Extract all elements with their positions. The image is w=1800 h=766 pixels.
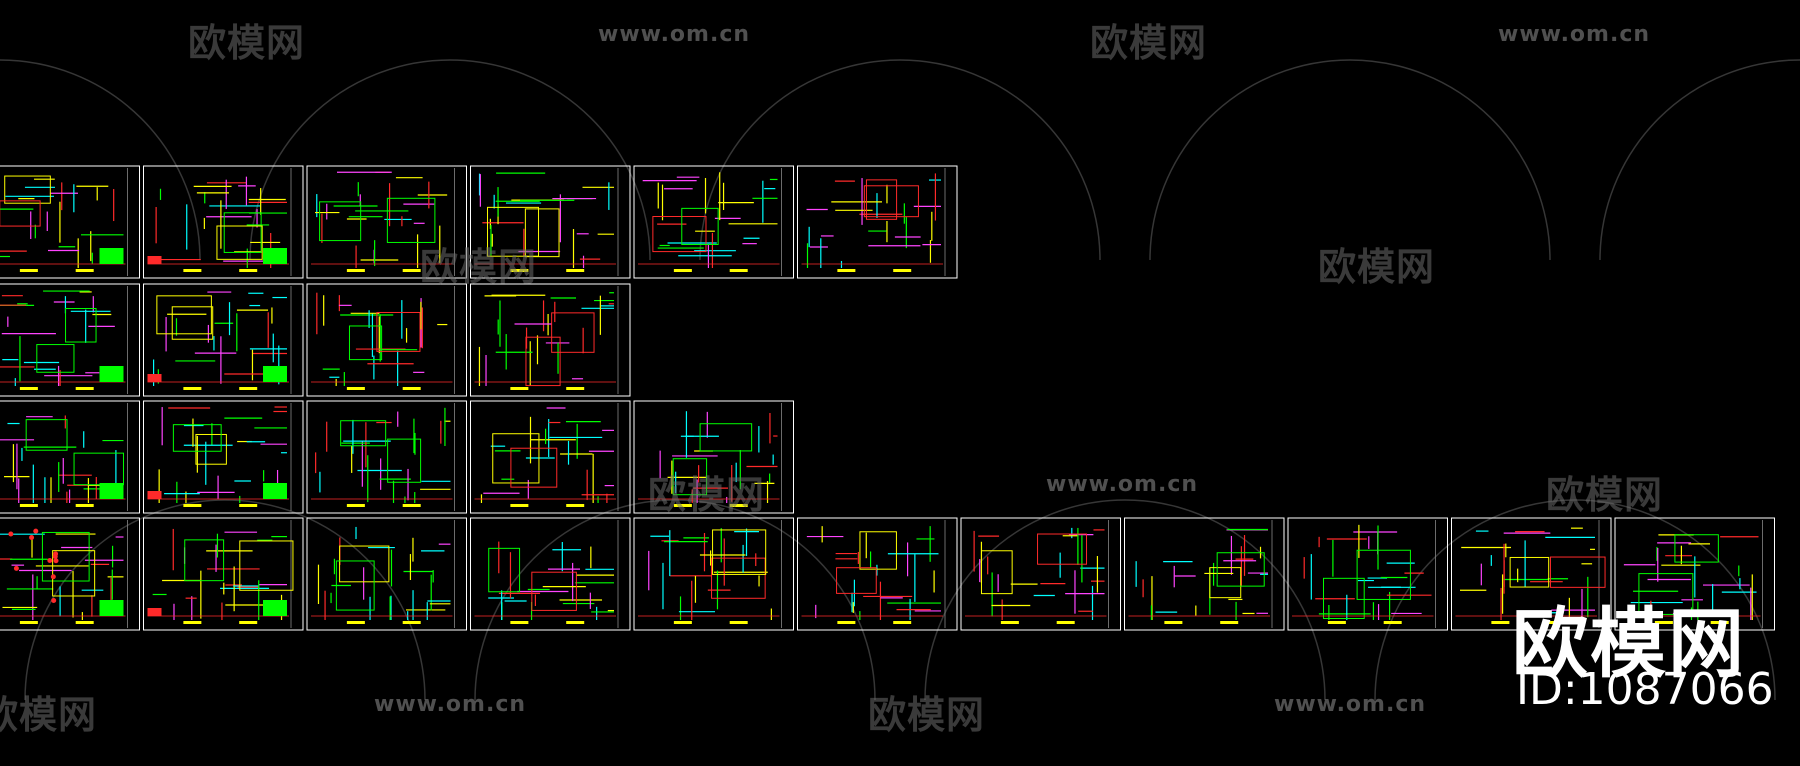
marker-dot [47, 557, 53, 563]
drawing-sheet[interactable] [470, 517, 631, 631]
drawing-sheet[interactable] [633, 400, 794, 514]
drawing-sheet[interactable] [797, 517, 958, 631]
drawing-sheet[interactable] [470, 283, 631, 397]
watermark-logo: 欧模网 [1318, 245, 1436, 289]
marker-dot [53, 551, 59, 557]
marker-dot [51, 597, 57, 603]
drawing-sheet[interactable] [306, 283, 467, 397]
drawing-sheet[interactable] [143, 400, 304, 514]
drawing-sheet[interactable] [1451, 517, 1612, 631]
drawing-sheet[interactable] [0, 517, 140, 631]
drawing-sheet[interactable] [306, 400, 467, 514]
marker-dot [13, 565, 19, 571]
watermark-url: www.om.cn [1046, 472, 1199, 497]
marker-dot [53, 558, 59, 564]
watermark-logo: 欧模网 [648, 473, 766, 517]
watermark-logo: 欧模网 [188, 21, 306, 65]
watermark-logo: 欧模网 [420, 245, 538, 289]
watermark-url: www.om.cn [1274, 692, 1427, 717]
brand-logo-text: 欧模网 [1512, 599, 1746, 688]
drawing-sheet[interactable] [1614, 517, 1775, 631]
drawing-sheet[interactable] [1287, 517, 1448, 631]
watermark-logo: 欧模网 [1090, 21, 1208, 65]
drawing-sheet[interactable] [633, 517, 794, 631]
drawing-sheet[interactable] [470, 400, 631, 514]
watermark-url: www.om.cn [598, 22, 751, 47]
drawing-sheet[interactable] [0, 165, 140, 279]
model-id-label: ID:1087066 [1516, 664, 1774, 715]
drawing-sheet[interactable] [143, 283, 304, 397]
marker-dot [33, 528, 39, 534]
watermark-url: www.om.cn [1498, 22, 1651, 47]
drawing-sheet[interactable] [470, 165, 631, 279]
watermark-logo: 欧模网 [0, 693, 98, 737]
watermark-logo: 欧模网 [868, 693, 986, 737]
drawing-sheet[interactable] [306, 517, 467, 631]
drawing-sheet[interactable] [960, 517, 1121, 631]
marker-dot [50, 574, 56, 580]
watermark-logo: 欧模网 [1546, 473, 1664, 517]
drawing-sheet[interactable] [0, 283, 140, 397]
drawing-sheet[interactable] [797, 165, 958, 279]
drawing-sheet[interactable] [143, 165, 304, 279]
drawing-sheet[interactable] [1124, 517, 1285, 631]
drawing-sheet[interactable] [633, 165, 794, 279]
drawing-sheet[interactable] [143, 517, 304, 631]
marker-dot [8, 531, 14, 537]
watermark-url: www.om.cn [374, 692, 527, 717]
marker-dot [29, 535, 35, 541]
drawing-sheet[interactable] [0, 400, 140, 514]
drawing-sheet[interactable] [306, 165, 467, 279]
